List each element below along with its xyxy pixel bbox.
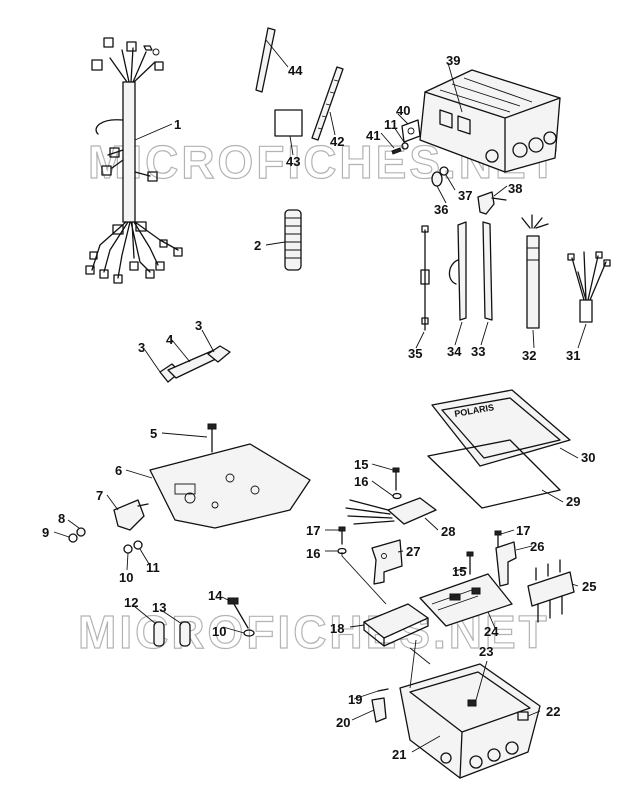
part-3-clip-right[interactable] (207, 345, 231, 363)
callout-19: 19 (348, 692, 362, 707)
callout-5: 5 (150, 426, 157, 441)
part-15-screw-lower[interactable] (466, 551, 474, 575)
part-38-connector[interactable] (477, 191, 507, 215)
callout-17-right: 17 (516, 523, 530, 538)
callout-16-lower: 16 (306, 546, 320, 561)
callout-15-upper: 15 (354, 457, 368, 472)
part-6-mounting-plate[interactable] (149, 443, 311, 529)
part-34-lead[interactable] (448, 221, 467, 321)
callout-14: 14 (208, 588, 223, 603)
part-40-bracket[interactable] (401, 119, 421, 143)
part-35-lead[interactable] (420, 225, 430, 331)
callout-27: 27 (406, 544, 420, 559)
part-24-circuit-board[interactable] (419, 573, 513, 627)
part-19-pin[interactable] (377, 688, 389, 692)
part-7-actuator[interactable] (113, 499, 149, 531)
part-5-bolt[interactable] (207, 423, 217, 453)
callout-25: 25 (582, 579, 596, 594)
callout-11-top: 11 (384, 117, 398, 132)
callout-9: 9 (42, 525, 49, 540)
callout-34: 34 (447, 344, 462, 359)
part-14-bolt[interactable] (227, 597, 249, 629)
callout-35: 35 (408, 346, 422, 361)
part-31-harness[interactable] (567, 251, 611, 323)
callout-12: 12 (124, 595, 138, 610)
part-43-pad[interactable] (274, 109, 303, 137)
callout-38: 38 (508, 181, 522, 196)
callout-17-left: 17 (306, 523, 320, 538)
callout-24: 24 (484, 624, 499, 639)
callout-3-right: 3 (195, 318, 202, 333)
part-42-strap[interactable] (311, 66, 344, 141)
part-11-washer-top[interactable] (401, 142, 409, 150)
callout-numbers: 1 2 3 3 4 5 6 7 8 9 10 10 11 11 12 13 14… (42, 53, 596, 762)
part-20-latch[interactable] (371, 697, 387, 723)
part-41-screw[interactable] (391, 147, 402, 155)
callout-33: 33 (471, 344, 485, 359)
part-17-screw-left[interactable] (338, 526, 346, 545)
part-37-grommet[interactable] (439, 166, 449, 176)
callout-6: 6 (115, 463, 122, 478)
callout-13: 13 (152, 600, 166, 615)
callout-21: 21 (392, 747, 406, 762)
part-29-gasket[interactable] (427, 439, 561, 509)
part-32-harness[interactable] (521, 214, 549, 329)
part-27-bracket[interactable] (371, 539, 403, 585)
callout-28: 28 (441, 524, 455, 539)
part-11-washer-small[interactable] (133, 540, 143, 550)
part-33-lead[interactable] (482, 221, 493, 321)
part-1-wire-harness[interactable] (85, 37, 183, 284)
callout-2: 2 (254, 238, 261, 253)
callout-7: 7 (96, 488, 103, 503)
callout-30: 30 (581, 450, 595, 465)
callout-37: 37 (458, 188, 472, 203)
callout-11-lower: 11 (146, 560, 160, 575)
callout-10-upper: 10 (119, 570, 133, 585)
part-23-fitting[interactable] (467, 699, 477, 707)
callout-43: 43 (286, 154, 300, 169)
callout-23: 23 (479, 644, 493, 659)
callout-8: 8 (58, 511, 65, 526)
callout-15-lower: 15 (452, 564, 466, 579)
part-12-bushing[interactable] (153, 621, 165, 647)
part-28-terminal-block[interactable] (345, 497, 437, 525)
part-18-module[interactable] (363, 603, 429, 647)
callout-10-lower: 10 (212, 624, 226, 639)
part-13-bushing[interactable] (179, 621, 191, 647)
callout-18: 18 (330, 621, 344, 636)
callout-42: 42 (330, 134, 344, 149)
part-26-tab[interactable] (495, 541, 517, 587)
callout-32: 32 (522, 348, 536, 363)
part-25-relay-block[interactable] (527, 559, 575, 623)
callout-41: 41 (366, 128, 380, 143)
part-8-nut[interactable] (76, 527, 86, 537)
part-36-bulb[interactable] (431, 171, 443, 187)
part-10-washer-small[interactable] (123, 544, 133, 554)
callout-3-left: 3 (138, 340, 145, 355)
part-16-washer-upper[interactable] (392, 492, 402, 500)
callout-26: 26 (530, 539, 544, 554)
callout-20: 20 (336, 715, 350, 730)
part-15-screw-upper[interactable] (392, 467, 400, 491)
callout-39: 39 (446, 53, 460, 68)
callout-16-upper: 16 (354, 474, 368, 489)
callout-1: 1 (174, 117, 181, 132)
callout-29: 29 (566, 494, 580, 509)
part-44-rod[interactable] (255, 27, 276, 93)
callout-22: 22 (546, 704, 560, 719)
part-30-cover-lid[interactable]: POLARIS (431, 389, 571, 467)
part-21-lower-housing[interactable] (399, 663, 541, 779)
part-39-control-box[interactable] (419, 69, 561, 173)
callout-31: 31 (566, 348, 580, 363)
part-2-loom-tube[interactable] (284, 209, 302, 271)
callout-4: 4 (166, 332, 174, 347)
callout-36: 36 (434, 202, 448, 217)
leader-lines (53, 39, 587, 753)
part-17-screw-right[interactable] (494, 530, 502, 549)
callout-44: 44 (288, 63, 303, 78)
callout-40: 40 (396, 103, 410, 118)
part-9-washer[interactable] (68, 533, 78, 543)
